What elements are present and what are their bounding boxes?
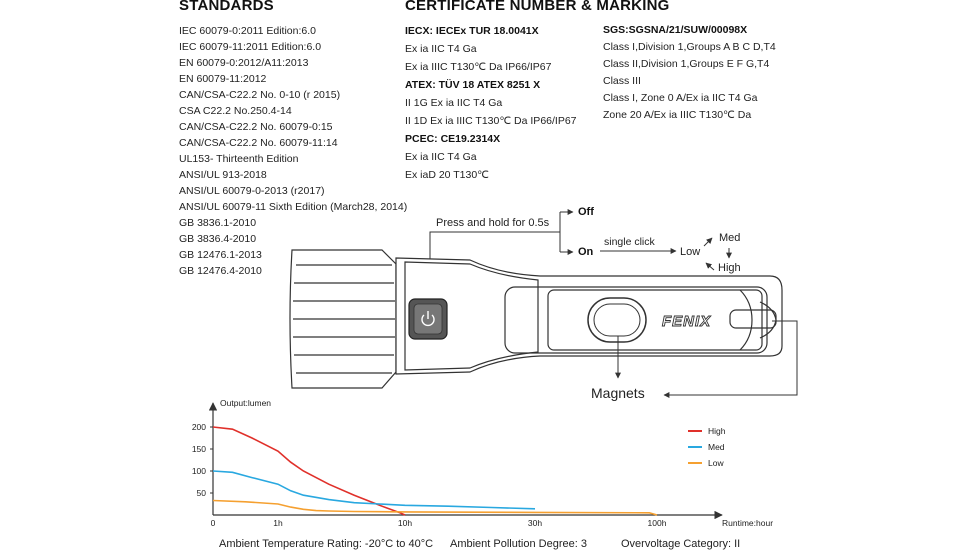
x-tick-label: 1h bbox=[273, 518, 283, 528]
standard-item: GB 12476.4-2010 bbox=[179, 265, 262, 277]
legend-label-med: Med bbox=[708, 442, 725, 452]
series-line-low bbox=[212, 499, 658, 516]
legend-label-high: High bbox=[708, 426, 726, 436]
y-tick-label: 200 bbox=[192, 422, 206, 432]
standards-title: STANDARDS bbox=[179, 0, 274, 14]
certificate-heading: IECX: IECEx TUR 18.0041X bbox=[405, 25, 539, 37]
off-label: Off bbox=[578, 206, 594, 218]
low-mode-label: Low bbox=[680, 246, 701, 258]
certificate-marking: Ex ia IIC T4 Ga bbox=[405, 43, 477, 55]
series-line-high bbox=[212, 426, 406, 516]
certificate-marking: Ex ia IIIC T130℃ Da IP66/IP67 bbox=[405, 61, 552, 73]
certificates-title: CERTIFICATE NUMBER & MARKING bbox=[405, 0, 670, 14]
certificate-marking: Ex iaD 20 T130℃ bbox=[405, 169, 489, 181]
series-line-med bbox=[212, 470, 536, 510]
certificate-marking: II 1G Ex ia IIC T4 Ga bbox=[405, 97, 503, 109]
standard-item: EN 60079-11:2012 bbox=[179, 73, 267, 85]
standard-item: ANSI/UL 913-2018 bbox=[179, 169, 267, 181]
standard-item: GB 12476.1-2013 bbox=[179, 249, 262, 261]
fenix-logo: FENIX bbox=[662, 313, 711, 330]
certificate-list-sgs: SGS:SGSNA/21/SUW/00098X Class I,Division … bbox=[603, 22, 776, 124]
power-button[interactable] bbox=[408, 298, 448, 340]
on-label: On bbox=[578, 246, 594, 258]
magnets-pointer bbox=[615, 320, 798, 398]
y-tick-label: 50 bbox=[197, 488, 207, 498]
x-tick-label: 0 bbox=[211, 518, 216, 528]
sgs-marking: Zone 20 A/Ex ia IIIC T130℃ Da bbox=[603, 109, 752, 121]
certificate-list-primary: IECX: IECEx TUR 18.0041X Ex ia IIC T4 Ga E… bbox=[405, 22, 577, 184]
standard-item: CSA C22.2 No.250.4-14 bbox=[179, 105, 292, 117]
sgs-marking: Class II,Division 1,Groups E F G,T4 bbox=[603, 58, 770, 70]
standard-item: IEC 60079-0:2011 Edition:6.0 bbox=[179, 25, 316, 37]
x-tick-label: 30h bbox=[528, 518, 542, 528]
high-mode-label: High bbox=[718, 262, 741, 274]
certificate-heading: ATEX: TÜV 18 ATEX 8251 X bbox=[405, 79, 541, 91]
single-click-label: single click bbox=[604, 236, 655, 248]
chart-series bbox=[212, 426, 658, 516]
power-icon bbox=[421, 311, 435, 327]
standard-item: CAN/CSA-C22.2 No. 60079-11:14 bbox=[179, 137, 338, 149]
standard-item: ANSI/UL 60079-11 Sixth Edition (March28,… bbox=[179, 201, 408, 213]
standard-item: GB 3836.1-2010 bbox=[179, 217, 257, 229]
standard-item: CAN/CSA-C22.2 No. 0-10 (r 2015) bbox=[179, 89, 341, 101]
overvoltage-category: Overvoltage Category: II bbox=[621, 538, 741, 550]
magnet-window bbox=[587, 297, 647, 343]
temperature-rating: Ambient Temperature Rating: -20°C to 40°… bbox=[219, 538, 434, 550]
standard-item: IEC 60079-11:2011 Edition:6.0 bbox=[179, 41, 322, 53]
standard-item: GB 3836.4-2010 bbox=[179, 233, 257, 245]
standard-item: ANSI/UL 60079-0-2013 (r2017) bbox=[179, 185, 325, 197]
magnets-label: Magnets bbox=[591, 385, 645, 401]
chart-y-ticks: 50 100 150 200 bbox=[192, 422, 213, 498]
y-tick-label: 100 bbox=[192, 466, 206, 476]
flashlight-head bbox=[289, 249, 397, 389]
chart-x-ticks: 0 1h 10h 30h 100h bbox=[211, 518, 667, 528]
y-tick-label: 150 bbox=[192, 444, 206, 454]
certificate-heading: PCEC: CE19.2314X bbox=[405, 133, 501, 145]
chart-y-label: Output:lumen bbox=[220, 398, 271, 408]
standard-item: EN 60079-0:2012/A11:2013 bbox=[179, 57, 309, 69]
certificate-marking: II 1D Ex ia IIIC T130℃ Da IP66/IP67 bbox=[405, 115, 577, 127]
pollution-degree: Ambient Pollution Degree: 3 bbox=[450, 538, 587, 550]
sgs-marking: Class I, Zone 0 A/Ex ia IIC T4 Ga bbox=[603, 92, 758, 104]
press-hold-label: Press and hold for 0.5s bbox=[436, 217, 550, 229]
standard-item: UL153- Thirteenth Edition bbox=[179, 153, 299, 165]
sgs-certificate-heading: SGS:SGSNA/21/SUW/00098X bbox=[603, 24, 748, 36]
med-mode-label: Med bbox=[719, 232, 741, 244]
sgs-marking: Class III bbox=[603, 75, 641, 87]
standard-item: CAN/CSA-C22.2 No. 60079-0:15 bbox=[179, 121, 333, 133]
x-tick-label: 10h bbox=[398, 518, 412, 528]
legend-label-low: Low bbox=[708, 458, 724, 468]
chart-x-label: Runtime:hour bbox=[722, 518, 773, 528]
sgs-marking: Class I,Division 1,Groups A B C D,T4 bbox=[603, 41, 776, 53]
runtime-chart: Output:lumen Runtime:hour 50 100 150 200 0 1… bbox=[192, 398, 773, 528]
x-tick-label: 100h bbox=[648, 518, 667, 528]
certificate-marking: Ex ia IIC T4 Ga bbox=[405, 151, 477, 163]
